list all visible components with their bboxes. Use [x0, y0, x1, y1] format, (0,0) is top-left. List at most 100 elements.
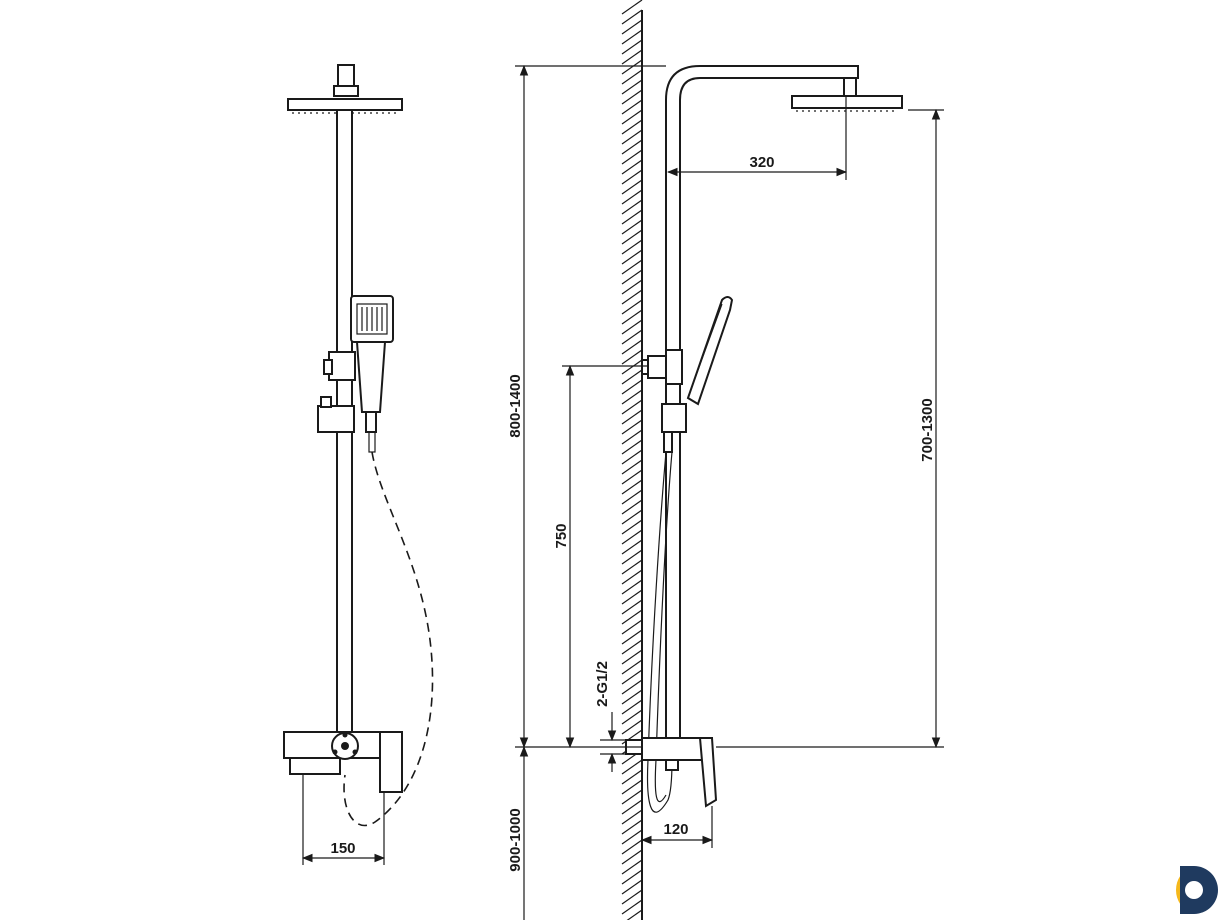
wall-hatch-line	[621, 429, 643, 445]
wall-hatch-line	[621, 589, 643, 605]
wall-hatch-line	[621, 49, 643, 65]
wall-hatch-line	[621, 869, 643, 885]
wall-hatch-line	[621, 779, 643, 795]
wall-hatch-line	[621, 699, 643, 715]
wall-hatch-line	[621, 769, 643, 785]
wall-hatch-line	[621, 289, 643, 305]
wall-hatch-line	[621, 689, 643, 705]
wall-hatch-line	[621, 9, 643, 25]
wall-hatch-line	[621, 819, 643, 835]
wall-hatch-line	[621, 669, 643, 685]
wall-hatch-line	[621, 239, 643, 255]
dim-inlet-thread-label: 2-G1/2	[594, 661, 611, 707]
wall-hatch-line	[621, 539, 643, 555]
wall-hatch-line	[621, 379, 643, 395]
side-view: 800-1400 900-1000 750 2-G1/2 320 700-130…	[507, 64, 944, 920]
wall-hatch-line	[621, 19, 643, 35]
dim-total-height-label: 800-1400	[507, 374, 524, 437]
wall-hatch-line	[621, 359, 643, 375]
wall-hatch-line	[621, 489, 643, 505]
wall-hatch-line	[621, 209, 643, 225]
wall-hatch-line	[621, 459, 643, 475]
wall-hatch-line	[621, 319, 643, 335]
dim-front-width-label: 150	[330, 840, 355, 857]
wall-hatch-line	[621, 199, 643, 215]
wall-hatch-line	[621, 389, 643, 405]
wall-hatch-line	[621, 609, 643, 625]
brand-logo	[1176, 866, 1218, 914]
wall-hatch-line	[621, 339, 643, 355]
side-mixer-lever	[698, 737, 718, 808]
wall-section	[621, 0, 643, 920]
front-hand-shower-handle	[355, 341, 387, 413]
front-rain-showerhead	[287, 98, 403, 111]
wall-hatch-line	[621, 679, 643, 695]
wall-hatch-line	[621, 419, 643, 435]
wall-hatch-line	[621, 639, 643, 655]
wall-hatch-line	[621, 439, 643, 455]
wall-hatch-line	[621, 69, 643, 85]
wall-hatch-line	[621, 299, 643, 315]
wall-hatch-line	[621, 499, 643, 515]
wall-hatch-line	[621, 169, 643, 185]
wall-hatch-line	[621, 799, 643, 815]
wall-hatch-line	[621, 599, 643, 615]
wall-hatch-line	[621, 99, 643, 115]
wall-hatch-line	[621, 369, 643, 385]
wall-hatch-line	[621, 129, 643, 145]
dim-arm-length-label: 320	[749, 154, 774, 171]
wall-hatch-line	[621, 349, 643, 365]
wall-hatch-line	[621, 559, 643, 575]
wall-hatch-line	[621, 79, 643, 95]
wall-hatch-line	[621, 119, 643, 135]
wall-hatch-line	[621, 849, 643, 865]
wall-hatch-line	[621, 89, 643, 105]
front-slider-bracket	[317, 405, 355, 433]
wall-hatch-line	[621, 179, 643, 195]
wall-hatch-line	[621, 309, 643, 325]
wall-hatch-line	[621, 759, 643, 775]
wall-hatch-line	[621, 449, 643, 465]
logo-left-shape	[1176, 866, 1192, 914]
wall-hatch-line	[621, 139, 643, 155]
wall-hatch-line	[621, 859, 643, 875]
dim-showerhead-height-label: 700-1300	[919, 398, 936, 461]
front-holder-clamp	[328, 351, 356, 381]
side-hose	[646, 451, 673, 813]
wall-hatch-line	[621, 409, 643, 425]
wall-hatch-line	[621, 59, 643, 75]
side-shower-arm	[665, 65, 859, 745]
wall-hatch-line	[621, 259, 643, 275]
wall-hatch-line	[621, 629, 643, 645]
wall-hatch-line	[621, 0, 643, 15]
wall-hatch-line	[621, 619, 643, 635]
wall-hatch-line	[621, 109, 643, 125]
side-hand-shower	[686, 296, 734, 406]
wall-hatch-line	[621, 159, 643, 175]
wall-hatch-line	[621, 809, 643, 825]
front-mixer-lever	[379, 731, 403, 793]
wall-hatch-line	[626, 909, 643, 920]
dim-mixer-height-label: 900-1000	[507, 808, 524, 871]
wall-hatch-line	[621, 789, 643, 805]
wall-hatch-line	[621, 329, 643, 345]
front-hose	[343, 451, 434, 827]
wall-hatch-line	[621, 839, 643, 855]
wall-hatch-line	[621, 649, 643, 665]
wall-hatch-line	[621, 719, 643, 735]
wall-hatch-line	[621, 549, 643, 565]
wall-hatch-line	[621, 149, 643, 165]
wall-hatch-line	[621, 519, 643, 535]
wall-hatch-line	[621, 189, 643, 205]
side-rain-showerhead	[791, 95, 903, 109]
wall-hatch-line	[621, 659, 643, 675]
wall-hatch-line	[621, 279, 643, 295]
wall-hatch-line	[621, 899, 643, 915]
side-slider	[661, 403, 687, 433]
wall-hatch-line	[621, 709, 643, 725]
wall-hatch-line	[621, 509, 643, 525]
wall-hatch-line	[621, 229, 643, 245]
front-view: 150	[283, 64, 434, 865]
wall-hatch-line	[621, 469, 643, 485]
